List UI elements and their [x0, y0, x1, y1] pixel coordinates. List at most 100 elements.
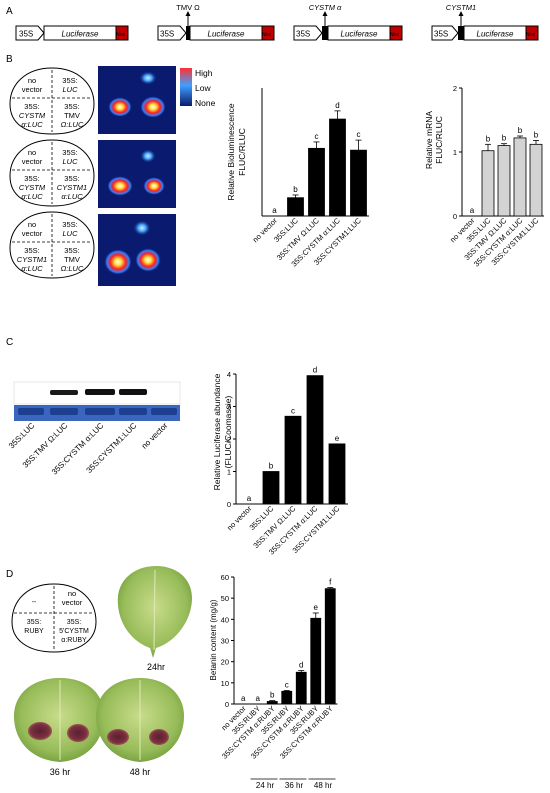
luminescence-image-2	[98, 140, 176, 208]
significance-letter: a	[247, 494, 252, 503]
leaf3-bl-3: α:LUC	[21, 264, 43, 273]
photo-label-36hr: 36 hr	[50, 767, 71, 777]
significance-letter: f	[329, 578, 332, 587]
ruby-tr-2: vector	[62, 598, 83, 607]
bar	[328, 443, 346, 505]
leaf3-br-3: Ω:LUC	[61, 264, 84, 273]
leaf1-bl-3: α:LUC	[21, 120, 43, 129]
leaf2-br-3: α:LUC	[61, 192, 83, 201]
significance-letter: b	[270, 691, 275, 700]
construct-4-insert-label: CYSTM1	[446, 3, 476, 12]
svg-text:35S:LUC: 35S:LUC	[62, 148, 78, 166]
leaf1-tr-2: LUC	[62, 85, 78, 94]
leaf3-bl-2: CYSTM1	[17, 255, 47, 264]
ruby-bl-2: RUBY	[24, 628, 44, 635]
bar	[308, 147, 325, 217]
group-label: 24 hr	[256, 781, 275, 790]
significance-letter: c	[291, 406, 295, 415]
bar	[284, 415, 302, 505]
construct-2-reporter: Luciferase	[208, 30, 245, 39]
bar	[266, 701, 278, 705]
group-label: 48 hr	[314, 781, 333, 790]
bar	[306, 375, 324, 505]
colorbar-none: None	[195, 98, 216, 108]
y-axis-label: Relative mRNA	[424, 111, 434, 169]
significance-letter: d	[299, 661, 303, 670]
colorbar-low: Low	[195, 83, 211, 93]
construct-2-terminator: Nos	[262, 32, 271, 38]
significance-letter: b	[534, 130, 539, 139]
significance-letter: c	[357, 130, 361, 139]
significance-letter: b	[293, 185, 298, 194]
leaf3-br-1: 35S:	[64, 246, 79, 255]
leaf1-tr-1: 35S:	[62, 76, 77, 85]
group-label: 36 hr	[285, 781, 304, 790]
bar	[329, 118, 346, 217]
luminescence-image-3	[98, 214, 176, 286]
significance-letter: a	[256, 694, 261, 703]
construct-3-promoter: 35S	[296, 30, 310, 39]
y-axis-label-2: FLUC/RLUC	[434, 116, 444, 164]
y-tick-label: 50	[221, 594, 229, 603]
bar	[287, 197, 304, 217]
construct-2: 35S TMV Ω Luciferase Nos	[157, 3, 275, 41]
blot-lane-label: no vector	[140, 421, 170, 451]
y-tick-label: 60	[221, 573, 229, 582]
leaf-photo-48hr: 48 hr	[96, 678, 184, 777]
y-axis-label: Betanin content (mg/g)	[209, 599, 218, 680]
construct-4: 35S CYSTM1 Luciferase Nos	[431, 3, 539, 41]
photo-label-48hr: 48 hr	[130, 767, 151, 777]
leaf2-br-2: CYSTM1	[57, 183, 87, 192]
ruby-tr-1: no	[68, 589, 76, 598]
y-tick-label: 2	[227, 435, 231, 444]
y-axis-label-2: (FLUC/Coomassie)	[223, 395, 233, 468]
luminescence-image-1	[98, 66, 176, 134]
svg-text:35S:LUC: 35S:LUC	[62, 76, 78, 94]
y-tick-label: 2	[453, 84, 457, 93]
western-blot	[13, 381, 181, 421]
bar	[529, 143, 543, 217]
panel-label-d: D	[6, 569, 13, 580]
significance-letter: e	[335, 434, 340, 443]
construct-1-terminator: Nos	[116, 32, 125, 38]
y-tick-label: 1	[227, 468, 231, 477]
leaf3-tl-1: no	[28, 220, 36, 229]
leaf3-tl-2: vector	[22, 229, 43, 238]
leaf3-tr-2: LUC	[62, 229, 78, 238]
leaf-photo-24hr: 24hr	[117, 566, 192, 672]
bar	[497, 145, 511, 217]
leaf2-bl-1: 35S:	[24, 174, 39, 183]
construct-1: 35S Luciferase Nos	[15, 25, 129, 41]
photo-label-24hr: 24hr	[147, 662, 165, 672]
construct-3-insert-label: CYSTM α	[309, 3, 342, 12]
leaf1-tl-1: no	[28, 76, 36, 85]
y-tick-label: 0	[227, 500, 231, 509]
significance-letter: b	[518, 126, 523, 135]
significance-letter: c	[315, 132, 319, 141]
leaf1-br-2: TMV	[64, 111, 80, 120]
svg-text:35S:LUC: 35S:LUC	[62, 220, 78, 238]
panel-label-c: C	[6, 337, 13, 348]
leaf2-tr-2: LUC	[62, 157, 78, 166]
ruby-br-3: α:RUBY	[61, 637, 87, 644]
leaf1-br-3: Ω:LUC	[61, 120, 84, 129]
construct-4-reporter: Luciferase	[477, 30, 514, 39]
leaf2-bl-2: CYSTM	[19, 183, 46, 192]
bar	[295, 671, 307, 705]
